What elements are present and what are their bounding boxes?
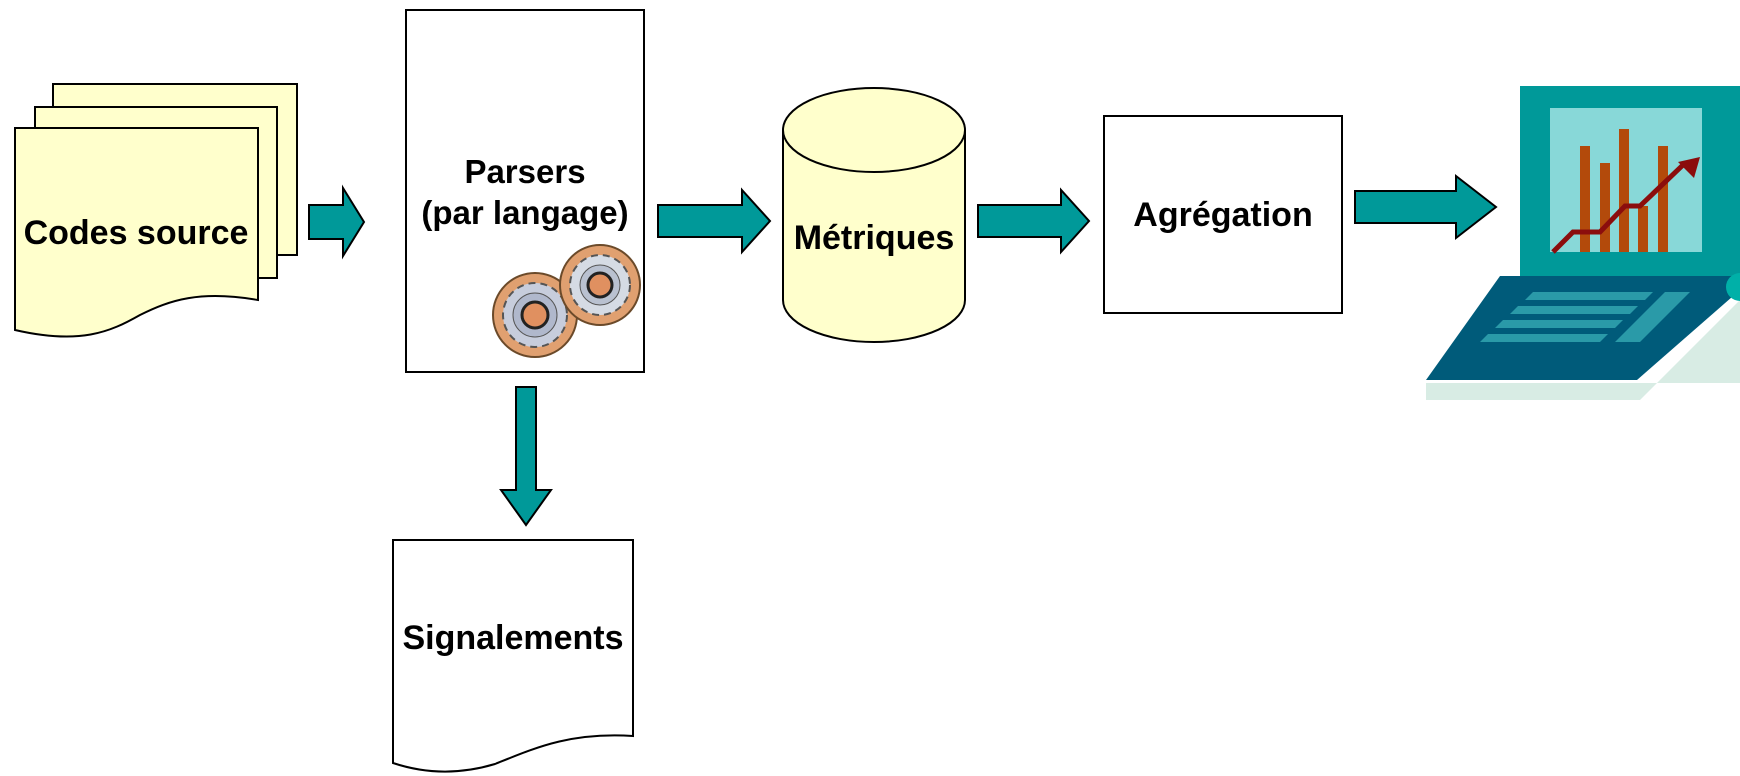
chart-bar-4: [1638, 206, 1648, 252]
laptop-power-dot: [1726, 273, 1740, 301]
metrics-cylinder-top: [782, 87, 966, 173]
aggregation-rect: [1103, 115, 1343, 314]
chart-bar-1: [1580, 146, 1590, 252]
arrow-parsers-to-reports: [499, 386, 553, 527]
chart-trend-arrowhead: [1678, 157, 1700, 178]
laptop-chart-icon: [1426, 86, 1740, 400]
chart-bar-2: [1600, 163, 1610, 252]
laptop-keys: [1480, 292, 1690, 342]
gears-icon: [492, 244, 641, 358]
gear-small: [559, 244, 641, 326]
arrow-parsers-to-metrics: [657, 187, 772, 255]
source-documents-stack: Codes source: [14, 83, 298, 338]
metrics-cylinder-body: [782, 130, 966, 343]
parsers-label-line1: Parsers: [464, 153, 585, 190]
arrow-sources-to-parsers: [308, 184, 366, 260]
arrow-metrics-to-aggregation: [977, 187, 1091, 255]
aggregation-label: Agrégation: [1133, 196, 1312, 234]
reports-document: Signalements: [392, 539, 634, 773]
metrics-label: Métriques: [794, 219, 955, 257]
aggregation-box: Agrégation: [1103, 115, 1343, 314]
chart-trend-line: [1551, 162, 1686, 254]
arrow-aggregation-to-dashboard: [1354, 173, 1498, 241]
metrics-database: Métriques: [782, 87, 966, 343]
source-document-front: [14, 127, 259, 338]
reports-document-shape: [392, 539, 634, 773]
reports-label: Signalements: [402, 619, 623, 657]
parsers-box: Parsers (par langage): [405, 9, 645, 373]
sources-label: Codes source: [24, 214, 249, 252]
parsers-label-line2: (par langage): [421, 194, 628, 231]
gear-large: [492, 272, 578, 358]
chart-bar-3: [1619, 129, 1629, 252]
laptop-base: [1426, 300, 1740, 400]
screen-chart: [1551, 129, 1700, 254]
chart-bar-5: [1658, 146, 1668, 252]
